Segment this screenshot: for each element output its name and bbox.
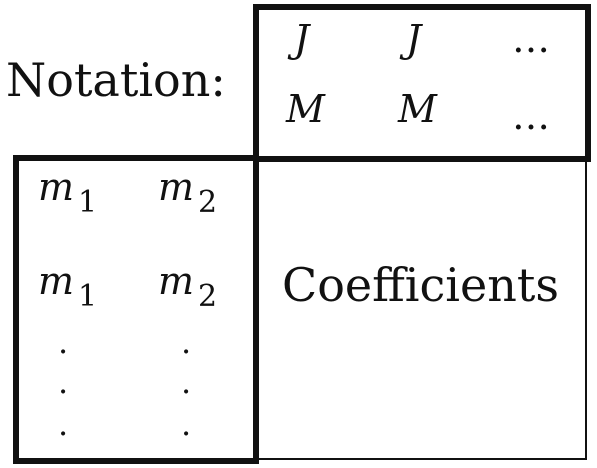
- vertical-dot: .: [58, 405, 69, 443]
- vertical-dot: .: [58, 363, 69, 401]
- table-right-edge: [585, 158, 587, 460]
- notation-label: Notation:: [6, 53, 226, 107]
- header-j-1: J: [294, 17, 310, 61]
- vertical-dot: .: [181, 323, 192, 361]
- coefficients-label: Coefficients: [282, 258, 559, 312]
- vertical-dot: .: [58, 323, 69, 361]
- header-m-1: M: [286, 87, 325, 131]
- column-divider: [256, 158, 258, 458]
- header-m-2: M: [398, 87, 437, 131]
- vertical-dot: .: [181, 363, 192, 401]
- header-frame: [253, 4, 591, 162]
- header-j-2: J: [406, 17, 422, 61]
- table-bottom-edge: [258, 458, 587, 460]
- header-ellipsis-2: …: [512, 94, 554, 138]
- vertical-dot: .: [181, 405, 192, 443]
- row-divider: [258, 157, 587, 159]
- header-ellipsis-1: …: [512, 17, 554, 61]
